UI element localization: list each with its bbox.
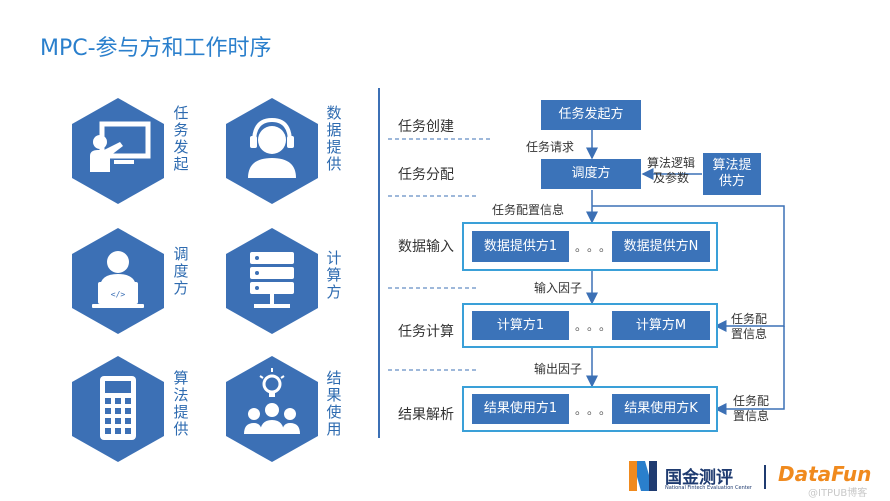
server-rack-icon: [226, 228, 318, 334]
label-task-config: 任务配置信息: [492, 203, 565, 217]
stage-task-compute: 任务计算: [398, 324, 454, 340]
role-algorithm-provider: [70, 354, 166, 464]
presentation-board-icon: [72, 98, 164, 204]
company-name: 国金测评: [665, 468, 733, 488]
role-data-provider: [224, 96, 320, 206]
company-subtitle: National Fintech Evaluation Center: [665, 485, 752, 491]
role-label-algorithm-provider: 算法提供: [173, 369, 189, 438]
label-algorithm-logic: 算法逻辑及参数: [647, 156, 696, 185]
role-label-task-initiator: 任务发起: [173, 104, 189, 173]
calculator-icon: [72, 356, 164, 462]
watermark: @ITPUB博客: [808, 488, 868, 499]
stage-task-creation: 任务创建: [398, 119, 454, 135]
box-result-user-k: 结果使用方K: [612, 394, 710, 424]
box-compute-1: 计算方1: [472, 311, 569, 340]
role-label-compute-party: 计算方: [326, 249, 342, 301]
label-config-info-2: 任务配置信息: [732, 394, 769, 423]
company-logo-icon: [629, 461, 657, 491]
box-compute-m: 计算方M: [612, 311, 710, 340]
label-config-info-1: 任务配置信息: [730, 312, 767, 341]
ellipsis-result: 。。。: [575, 403, 618, 417]
role-label-data-provider: 数据提供: [326, 104, 342, 173]
logo-separator: [764, 465, 766, 489]
lightbulb-team-icon: [226, 356, 318, 462]
partner-logo: DataFun: [778, 462, 872, 486]
headset-user-icon: [226, 98, 318, 204]
section-divider: [378, 88, 380, 438]
stage-task-assignment: 任务分配: [398, 167, 454, 183]
role-compute-party: [224, 226, 320, 336]
box-algorithm-provider: 算法提供方: [703, 153, 761, 195]
role-task-initiator: [70, 96, 166, 206]
svg-text:</>: </>: [111, 290, 126, 299]
page-title: MPC-参与方和工作时序: [40, 36, 272, 61]
stage-result-parse: 结果解析: [398, 407, 454, 423]
role-result-user: [224, 354, 320, 464]
box-result-user-1: 结果使用方1: [472, 394, 569, 424]
box-task-initiator: 任务发起方: [541, 100, 641, 130]
stage-data-input: 数据输入: [398, 239, 454, 255]
box-scheduler: 调度方: [541, 159, 641, 189]
role-scheduler: </>: [70, 226, 166, 336]
box-data-provider-1: 数据提供方1: [472, 231, 569, 262]
label-output-factor: 输出因子: [534, 362, 583, 376]
role-label-scheduler: 调度方: [173, 245, 189, 297]
label-input-factor: 输入因子: [534, 281, 583, 295]
ellipsis-compute: 。。。: [575, 319, 618, 333]
label-task-request: 任务请求: [526, 140, 575, 154]
role-label-result-user: 结果使用: [326, 369, 342, 438]
laptop-coder-icon: </>: [72, 228, 164, 334]
box-data-provider-n: 数据提供方N: [612, 231, 710, 262]
ellipsis-data: 。。。: [575, 240, 618, 254]
